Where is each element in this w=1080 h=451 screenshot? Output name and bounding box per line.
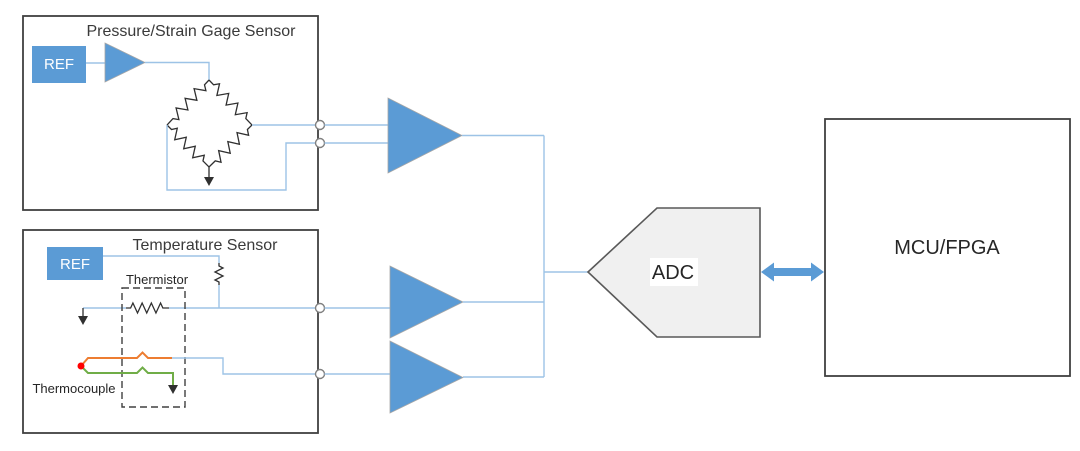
- bridge-ground-arrow-icon: [204, 177, 214, 186]
- ref-block-temperature: [47, 247, 103, 280]
- mcu-label: MCU/FPGA: [894, 237, 1000, 259]
- thermocouple-output-wire: [172, 357, 320, 375]
- adc-block: ADC: [586, 207, 761, 338]
- temperature-sensor-block: Temperature Sensor REF Thermistor Thermo…: [22, 229, 320, 434]
- instrumentation-amp-2-icon: [389, 265, 464, 339]
- instrumentation-amp-3-icon: [389, 340, 464, 414]
- sensing-element-outline: [121, 287, 186, 408]
- mcu-box: [824, 118, 1071, 377]
- adc-mcu-data-arrow-icon: [761, 262, 824, 282]
- mcu-block: MCU/FPGA: [824, 118, 1071, 377]
- bridge-negative-wire: [166, 125, 320, 191]
- pressure-sensor-block: Pressure/Strain Gage Sensor REF: [22, 15, 320, 211]
- pressure-sensor-title: Pressure/Strain Gage Sensor: [87, 23, 297, 40]
- terminal-thermocouple: [314, 368, 326, 380]
- ref-label-temperature: REF: [60, 256, 90, 273]
- adc-label: ADC: [652, 262, 694, 284]
- thermocouple-label: Thermocouple: [32, 381, 115, 396]
- thermocouple-junction-dot: [77, 362, 85, 370]
- thermistor-label: Thermistor: [126, 272, 189, 287]
- thermistor-ground-arrow-icon: [78, 316, 88, 325]
- temperature-sensor-title: Temperature Sensor: [133, 237, 279, 254]
- ref-block-pressure: [32, 46, 86, 83]
- thermocouple-positive-leg: [80, 351, 172, 367]
- pressure-sensor-box: [22, 15, 319, 211]
- ref-label-pressure: REF: [44, 56, 74, 73]
- terminal-bridge-positive: [314, 119, 326, 131]
- instrumentation-amp-1-icon: [387, 97, 463, 174]
- buffer-to-bridge-wire: [145, 61, 210, 80]
- adc-label-background: [650, 258, 698, 286]
- ref-buffer-amp-icon: [104, 42, 146, 83]
- terminal-bridge-negative: [314, 137, 326, 149]
- thermocouple-negative-leg: [80, 365, 174, 385]
- terminal-thermistor: [314, 302, 326, 314]
- temp-ref-wire: [103, 255, 220, 263]
- thermocouple-ground-arrow-icon: [168, 385, 178, 394]
